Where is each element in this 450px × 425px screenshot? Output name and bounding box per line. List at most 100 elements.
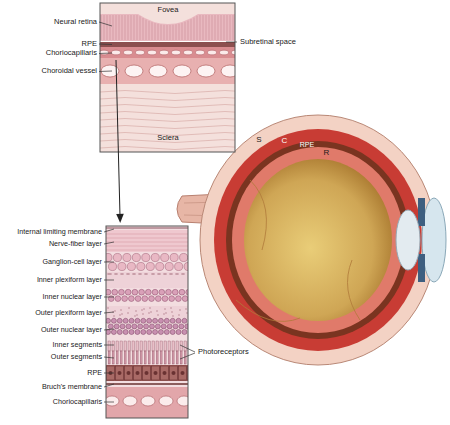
structure-label: Choroidal vessel — [42, 67, 97, 76]
inner-nuclear-cell — [142, 296, 148, 302]
retina-striation — [122, 15, 123, 40]
subretinal-space — [100, 41, 235, 42]
retina-striation — [194, 17, 195, 40]
synapse-dot — [157, 314, 158, 315]
leader-line — [104, 229, 114, 232]
synapse-dot — [114, 310, 115, 311]
nerve-fiber — [106, 238, 188, 239]
outer-nuclear-cell — [126, 324, 131, 329]
inner-segment — [132, 341, 134, 351]
synapse-dot — [108, 273, 109, 274]
inner-segment — [172, 341, 174, 351]
sclera-ground — [100, 3, 235, 152]
synapse-dot — [141, 309, 142, 310]
layer-label: Bruch's membrane — [42, 383, 102, 391]
ganglion-cell — [165, 262, 173, 270]
outer-nuclear-cell — [114, 324, 119, 329]
retina-striation — [200, 15, 201, 40]
synapse-dot — [145, 273, 146, 274]
limiting-membrane-line — [106, 227, 188, 228]
sclera-fibre — [100, 119, 235, 122]
capillary-lumen — [124, 50, 133, 55]
rpe-cell — [125, 366, 133, 380]
outer-nuclear-cell — [147, 318, 152, 323]
layer-label: Choriocapillaris — [53, 398, 102, 406]
layer-label: Outer segments — [51, 353, 102, 361]
synapse-dot — [127, 312, 128, 313]
retina-striation — [164, 25, 165, 40]
outer-nuclear-cell — [144, 324, 149, 329]
capillary-lumen — [123, 396, 137, 406]
ganglion-cell — [156, 262, 164, 270]
sclera-fibre — [100, 105, 235, 108]
layer-label: Nerve-fiber layer — [49, 240, 102, 248]
choroidal-vessel-lumen — [149, 65, 167, 77]
inner-segment — [140, 341, 142, 351]
synapse-dot — [120, 309, 121, 310]
nerve-fiber — [106, 242, 188, 243]
sclera-fibre — [100, 147, 235, 150]
retina-striation — [161, 24, 162, 40]
rpe-nucleus — [172, 371, 176, 375]
layer-label: Inner segments — [52, 341, 102, 349]
outer-segment — [164, 351, 166, 364]
rpe-cell — [152, 366, 160, 380]
synapse-dot — [163, 313, 164, 314]
photoreceptor-bracket — [180, 345, 195, 359]
inner-segment — [108, 341, 110, 351]
synapse-dot — [172, 315, 173, 316]
iris-lower — [418, 254, 425, 282]
choroid-layer — [214, 129, 422, 351]
retina-striation — [143, 18, 144, 40]
rpe-cell — [134, 366, 142, 380]
synapse-dot — [136, 314, 137, 315]
retina-striation — [128, 15, 129, 40]
layer-label: Inner plexiform layer — [37, 276, 102, 284]
retina-striation — [107, 15, 108, 40]
retina-striation — [209, 15, 210, 40]
inner-segment — [128, 341, 130, 351]
leader-line — [99, 71, 112, 73]
synapse-dot — [110, 273, 111, 274]
inner-nuclear-cell — [112, 289, 118, 295]
synapse-dot — [158, 273, 159, 274]
outer-nuclear-cell — [170, 329, 175, 334]
inner-nuclear-cell — [139, 289, 145, 295]
synapse-dot — [121, 273, 122, 274]
synapse-dot — [135, 310, 136, 311]
outer-nuclear-cell — [155, 324, 160, 329]
ganglion-cell — [106, 253, 112, 261]
synapse-dot — [185, 308, 186, 309]
ganglion-cell — [137, 262, 145, 270]
outer-nuclear-cell — [117, 318, 122, 323]
retina-striation — [146, 20, 147, 40]
retina-striation — [191, 19, 192, 40]
ganglion-cell — [127, 262, 135, 270]
synapse-dot — [142, 313, 143, 314]
inner-segment — [184, 341, 186, 351]
synapse-dot — [132, 273, 133, 274]
inner-nuclear-cell — [176, 296, 182, 302]
synapse-dot — [153, 273, 154, 274]
inner-nuclear-cell — [122, 296, 128, 302]
outer-nuclear-cell — [132, 324, 137, 329]
ganglion-cell — [118, 262, 126, 270]
group-label: Photoreceptors — [198, 348, 249, 357]
synapse-dot — [119, 314, 120, 315]
layer-label: Outer plexiform layer — [35, 309, 102, 317]
retina-striation — [134, 15, 135, 40]
outer-nuclear-cell — [138, 324, 143, 329]
synapse-dot — [121, 313, 122, 314]
capillary-lumen — [160, 50, 169, 55]
ganglion-cell — [142, 253, 150, 261]
capillaries — [100, 50, 235, 55]
ganglion-cell — [123, 253, 131, 261]
ganglion-cell — [180, 253, 188, 261]
synapse-dot — [156, 310, 157, 311]
leader-line — [99, 44, 112, 46]
synapse-dot — [157, 273, 158, 274]
retina-cells — [106, 234, 188, 406]
ganglion-cell — [161, 253, 169, 261]
